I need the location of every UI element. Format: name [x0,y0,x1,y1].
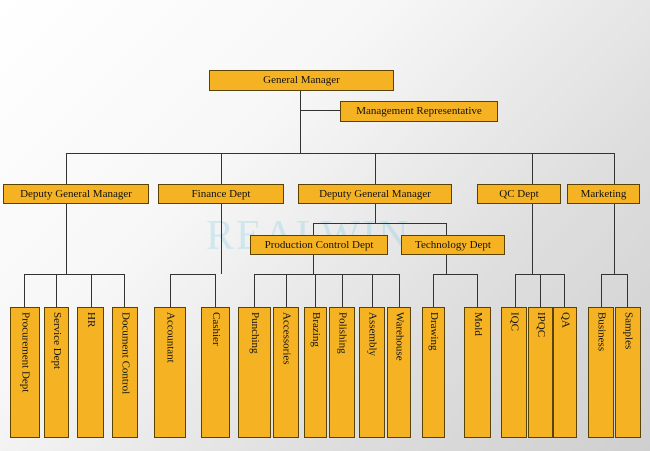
unit-hr: HR [77,307,104,438]
unit-label: Drawing [428,312,440,351]
unit-mold: Mold [464,307,491,438]
connector [313,223,314,235]
unit-warehouse: Warehouse [387,307,411,438]
unit-label: HR [85,312,97,328]
unit-samples: Samples [615,307,641,438]
unit-label: Assembly [366,312,379,356]
connector [601,274,602,307]
connector [315,274,316,307]
connector [91,274,92,307]
connector [124,274,125,307]
node-management-representative: Management Representative [340,101,498,122]
unit-label: QA [559,312,572,328]
connector [564,274,565,307]
node-deputy-gm-left: Deputy General Manager [3,184,149,204]
connector [433,274,478,275]
unit-label: Brazing [310,312,322,347]
node-qc-dept: QC Dept [477,184,561,204]
connector [170,274,216,275]
unit-brazing: Brazing [304,307,327,438]
node-production-control-dept: Production Control Dept [250,235,388,255]
connector [446,223,447,235]
connector [446,255,447,274]
connector [515,274,516,307]
connector [66,204,67,274]
connector [221,204,222,274]
unit-cashier: Cashier [201,307,230,438]
unit-drawing: Drawing [422,307,445,438]
unit-label: Polishing [336,312,349,354]
unit-assembly: Assembly [359,307,385,438]
node-finance-dept: Finance Dept [158,184,284,204]
connector [24,274,25,307]
node-deputy-gm-center: Deputy General Manager [298,184,452,204]
connector [170,274,171,307]
connector [614,204,615,274]
connector [221,153,222,184]
unit-label: Business [595,312,608,352]
connector [614,153,615,184]
connector [56,274,57,307]
unit-iqc: IQC [501,307,527,438]
unit-label: IPQC [535,312,547,338]
node-general-manager: General Manager [209,70,394,91]
connector [300,91,301,153]
unit-label: Document Control [119,312,132,395]
unit-label: Punching [249,312,261,354]
connector [532,204,533,274]
unit-label: Cashier [210,312,222,346]
connector [375,204,376,223]
unit-label: Procurement Dept [19,312,32,393]
unit-label: IQC [508,312,521,331]
connector [372,274,373,307]
connector [313,255,314,274]
unit-accountant: Accountant [154,307,186,438]
unit-label: Warehouse [393,312,406,361]
connector [342,274,343,307]
connector [532,153,533,184]
unit-document-control: Document Control [112,307,138,438]
unit-label: Service Dept [51,312,63,370]
unit-label: Accountant [164,312,177,363]
connector [540,274,541,307]
connector [477,274,478,307]
connector [24,274,124,275]
connector [66,153,67,184]
unit-accessories: Accessories [273,307,299,438]
connector [66,153,615,154]
node-technology-dept: Technology Dept [401,235,505,255]
connector [215,274,216,307]
connector [300,110,340,111]
unit-polishing: Polishing [329,307,355,438]
connector [254,274,400,275]
connector [601,274,628,275]
connector [375,153,376,184]
unit-service-dept: Service Dept [44,307,69,438]
unit-qa: QA [553,307,577,438]
node-marketing: Marketing [567,184,640,204]
connector [313,223,446,224]
connector [286,274,287,307]
unit-procurement-dept: Procurement Dept [10,307,40,438]
unit-ipqc: IPQC [528,307,553,438]
connector [254,274,255,307]
connector [627,274,628,307]
connector [399,274,400,307]
unit-label: Samples [622,312,635,350]
unit-label: Mold [472,312,484,336]
unit-business: Business [588,307,614,438]
connector [433,274,434,307]
unit-label: Accessories [280,312,293,365]
unit-punching: Punching [238,307,271,438]
